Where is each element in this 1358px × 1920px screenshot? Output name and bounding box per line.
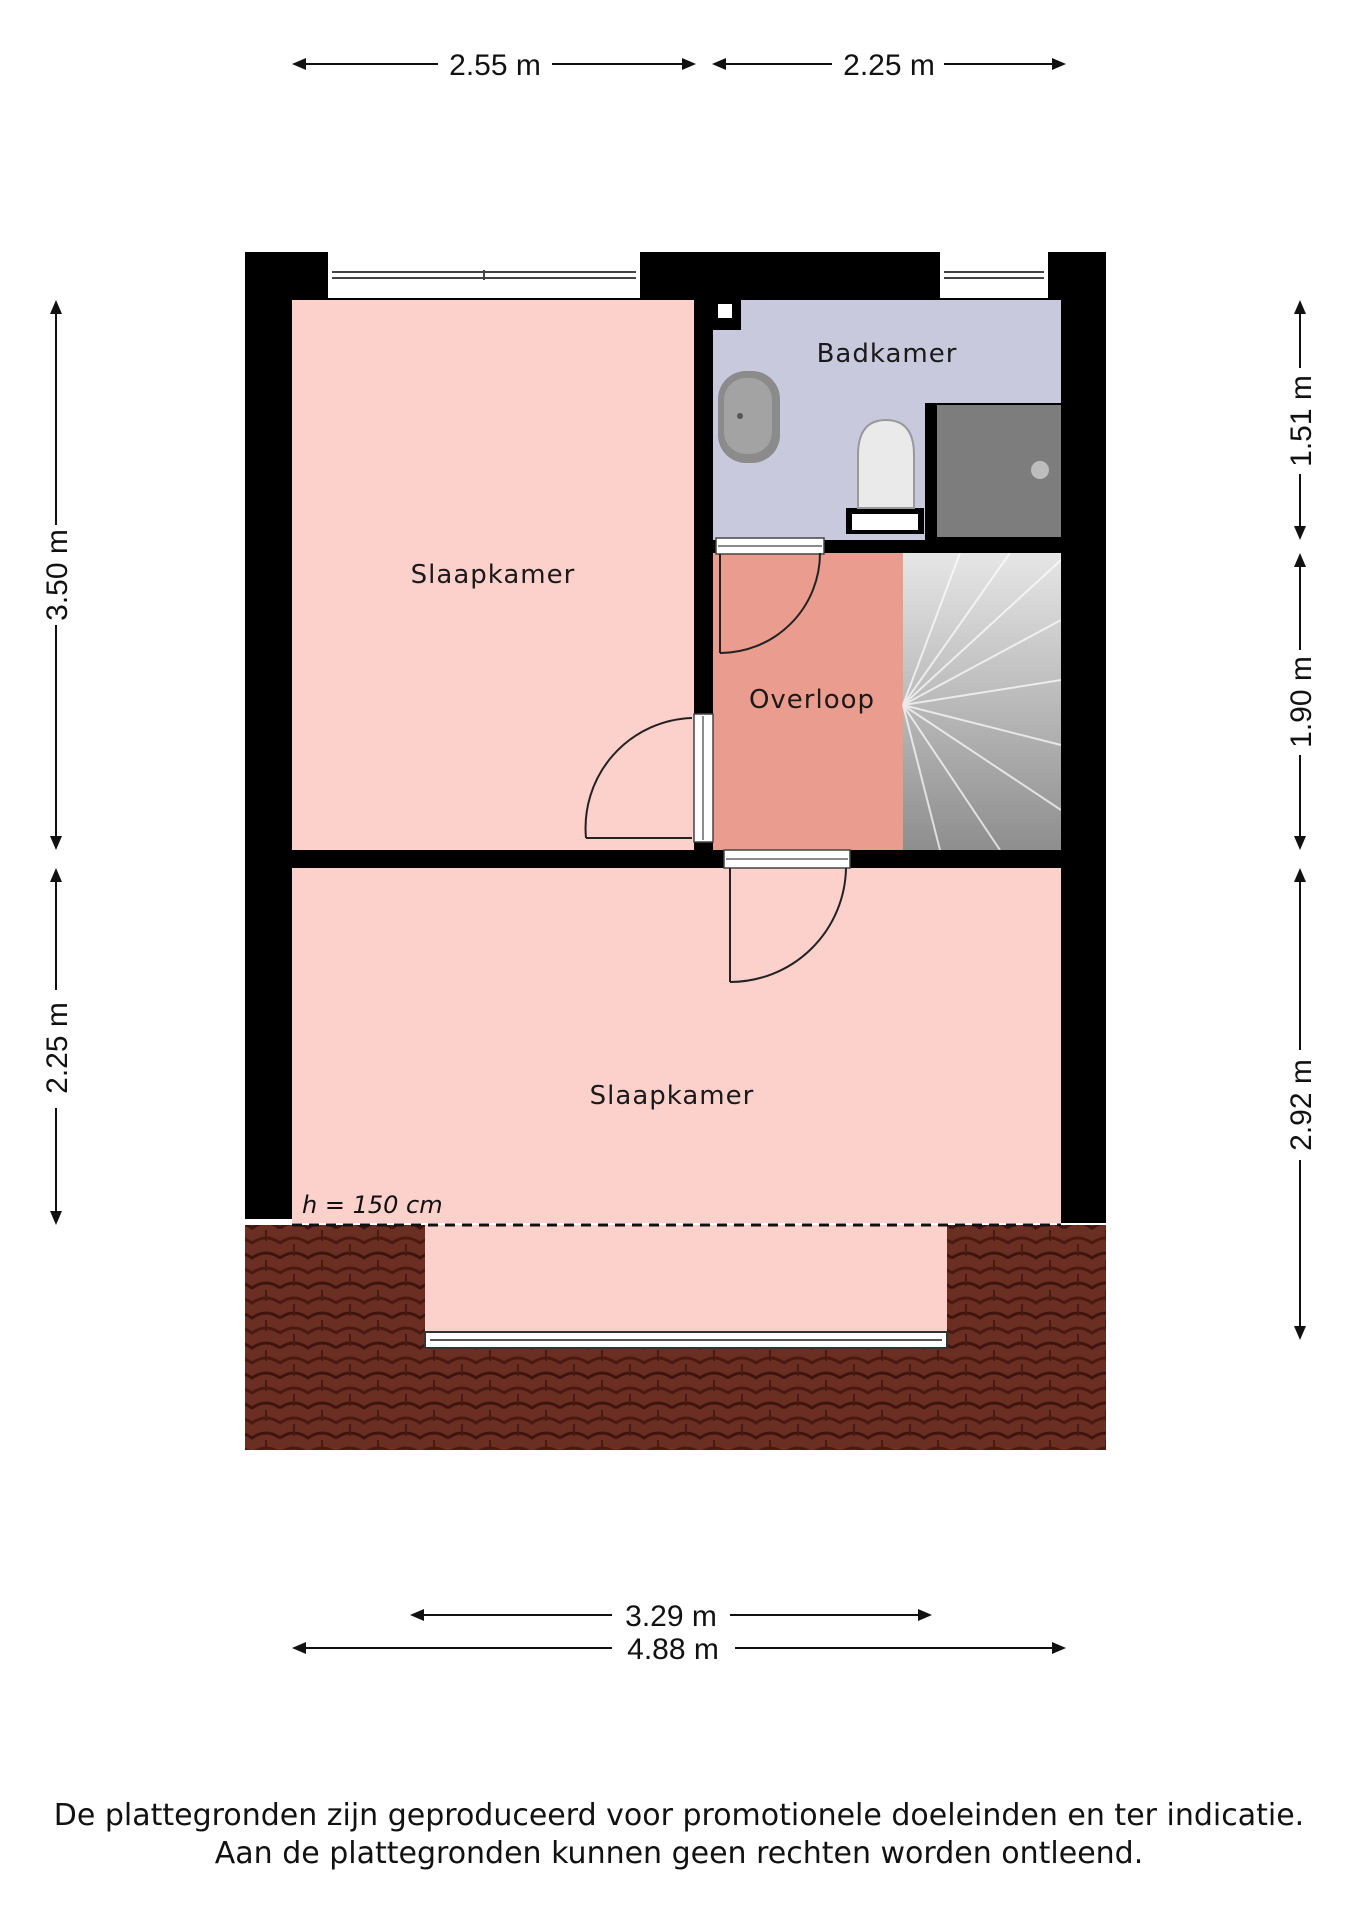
window-top-right <box>940 252 1048 298</box>
dimension-right-bottom: 2.92 m <box>1285 868 1318 1340</box>
dimension-right-middle: 1.90 m <box>1285 553 1318 850</box>
stair-steps <box>902 552 1062 851</box>
dimension-left-upper: 3.50 m <box>41 300 74 850</box>
dimension-top-right: 2.25 m <box>712 49 1066 82</box>
dimension-right-top: 1.51 m <box>1285 300 1318 540</box>
room-label-bedroom-top: Slaapkamer <box>411 560 576 590</box>
door-bathroom <box>715 537 825 654</box>
washbasin <box>718 371 780 463</box>
dimension-bottom-outer: 4.88 m <box>292 1633 1066 1666</box>
toilet <box>846 418 924 534</box>
wall-horizontal <box>292 850 1061 868</box>
bedroom-bottom-area <box>292 868 1061 1223</box>
dimension-label: 1.90 m <box>1285 656 1318 748</box>
height-note: h = 150 cm <box>302 1191 443 1219</box>
dormer-window <box>424 1331 948 1349</box>
dimension-label: 2.25 m <box>41 1002 74 1094</box>
dimension-label: 2.55 m <box>449 49 541 82</box>
dimension-label: 4.88 m <box>627 1633 719 1666</box>
disclaimer: De plattegronden zijn geproduceerd voor … <box>0 1797 1358 1873</box>
bedroom-top-area <box>292 300 694 850</box>
wall-right <box>1061 300 1106 1223</box>
dimension-label: 3.29 m <box>625 1600 717 1633</box>
door-bedroom-bottom <box>723 849 851 983</box>
room-label-bedroom-bottom: Slaapkamer <box>590 1081 755 1111</box>
disclaimer-line-1: De plattegronden zijn geproduceerd voor … <box>53 1798 1305 1833</box>
dimension-label: 1.51 m <box>1285 375 1318 467</box>
dimension-left-lower: 2.25 m <box>41 868 74 1225</box>
room-label-bathroom: Badkamer <box>817 339 958 369</box>
window-top-left <box>328 252 640 298</box>
dimension-label: 2.92 m <box>1285 1059 1318 1151</box>
shower <box>925 403 1065 540</box>
dimension-label: 3.50 m <box>41 529 74 621</box>
disclaimer-line-2: Aan de plattegronden kunnen geen rechten… <box>214 1836 1144 1871</box>
dimension-bottom-inner: 3.29 m <box>410 1600 932 1633</box>
dimension-label: 2.25 m <box>843 49 935 82</box>
dimension-top-left: 2.55 m <box>292 49 696 82</box>
door-bedroom-top <box>584 713 714 843</box>
dormer-area <box>425 1225 947 1348</box>
wall-vertical <box>694 300 713 850</box>
floor-plan: Slaapkamer Badkamer Overloop Slaapkamer … <box>41 49 1318 1666</box>
room-label-landing: Overloop <box>749 685 875 715</box>
